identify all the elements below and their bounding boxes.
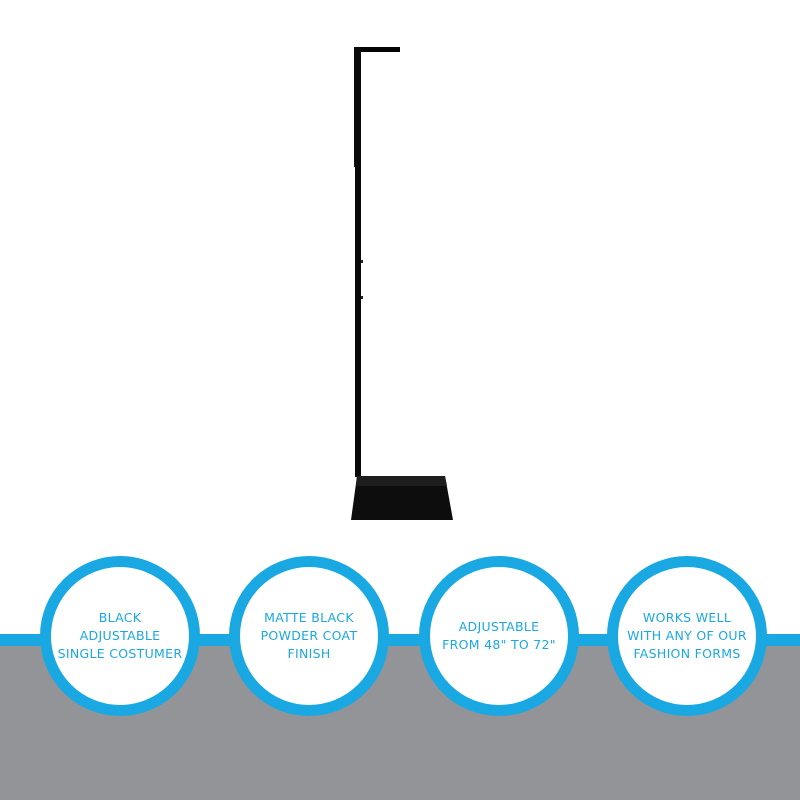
feature-text: ADJUSTABLE FROM 48" TO 72" bbox=[442, 619, 556, 652]
product-image-area bbox=[351, 47, 453, 520]
feature-text: BLACK ADJUSTABLE SINGLE COSTUMER bbox=[57, 610, 183, 661]
feature-badge-finish: MATTE BLACK POWDER COAT FINISH bbox=[229, 556, 389, 716]
feature-text: MATTE BLACK POWDER COAT FINISH bbox=[260, 610, 358, 661]
accent-line bbox=[0, 634, 800, 646]
costumer-stand-icon bbox=[351, 47, 453, 520]
feature-badge-forms: WORKS WELL WITH ANY OF OUR FASHION FORMS bbox=[607, 556, 767, 716]
feature-badge-costumer: BLACK ADJUSTABLE SINGLE COSTUMER bbox=[40, 556, 200, 716]
feature-badge-adjustable: ADJUSTABLE FROM 48" TO 72" bbox=[419, 556, 579, 716]
feature-text: WORKS WELL WITH ANY OF OUR FASHION FORMS bbox=[627, 610, 747, 661]
